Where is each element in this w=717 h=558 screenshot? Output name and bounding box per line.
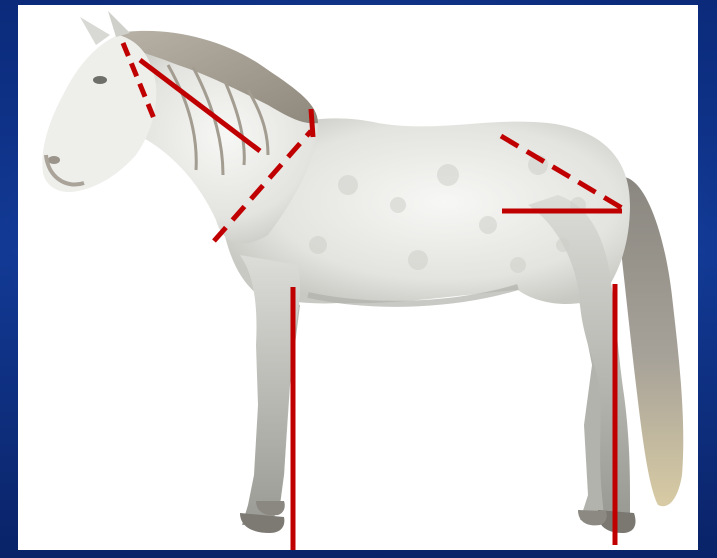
neck-solid-line <box>140 60 260 151</box>
croup-dashed-line <box>501 136 622 208</box>
withers-tick-line <box>311 109 313 137</box>
poll-dashed-line <box>123 43 155 121</box>
image-panel <box>18 5 698 550</box>
shoulder-dashed-line <box>214 131 311 241</box>
conformation-annotations <box>18 5 698 550</box>
